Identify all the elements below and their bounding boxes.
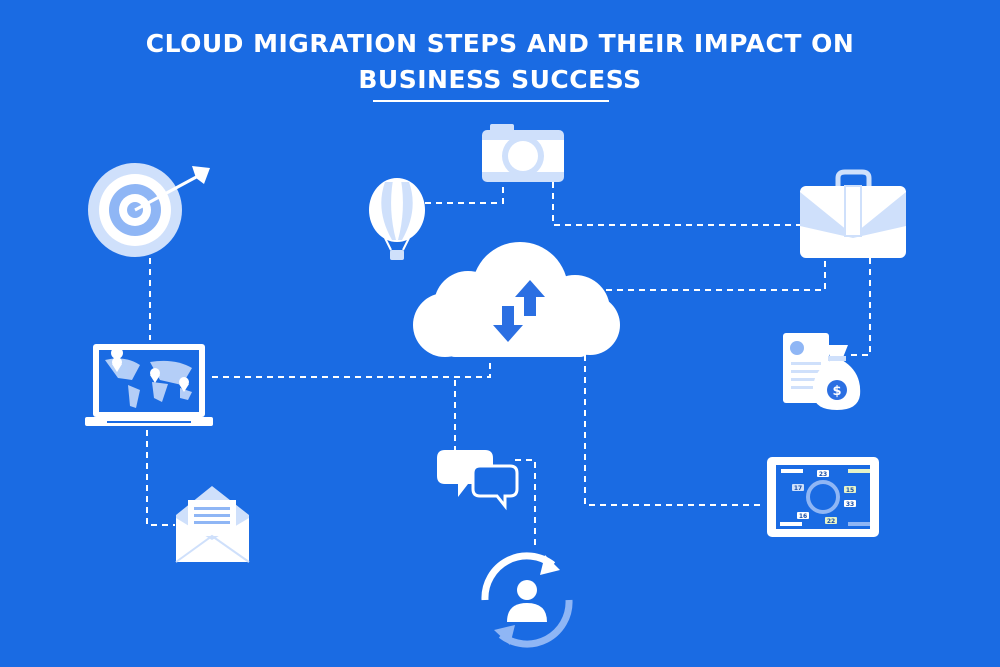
tablet-label: 23	[819, 471, 827, 478]
tablet-label: 17	[794, 485, 802, 492]
tablet-label: 15	[846, 487, 854, 494]
connector-cloud-tablet	[584, 355, 765, 506]
tablet-labels: 23 17 15 33 16 22	[792, 470, 856, 525]
connectors	[146, 182, 871, 550]
tablet-label: 22	[827, 518, 835, 525]
camera-icon	[482, 124, 564, 182]
arrow-down-icon	[493, 306, 523, 342]
connector-laptop-envelope	[146, 430, 175, 526]
briefcase-icon	[800, 169, 906, 258]
chat-bubbles-icon	[437, 450, 519, 511]
arrow-up-icon	[515, 280, 545, 316]
tablet-dashboard-icon: 23 17 15 33 16 22	[767, 457, 879, 537]
laptop-world-map-icon	[85, 344, 213, 426]
cloud-sync-icon	[413, 242, 620, 357]
tablet-label: 16	[799, 513, 807, 520]
title-line-1: CLOUD MIGRATION STEPS AND THEIR IMPACT O…	[145, 29, 855, 58]
hot-air-balloon-icon	[369, 178, 425, 260]
tablet-label: 33	[846, 501, 854, 508]
connector-chat-user	[515, 459, 536, 550]
user-sync-icon	[481, 552, 573, 648]
connector-cloud-briefcase	[595, 258, 826, 291]
connector-briefcase-money	[850, 258, 871, 356]
connector-camera-briefcase	[552, 182, 800, 226]
envelope-icon	[175, 486, 250, 563]
invoice-money-bag-icon: $	[783, 333, 861, 410]
target-icon	[88, 163, 210, 257]
title-line-2: BUSINESS SUCCESS	[358, 65, 642, 94]
connector-laptop-cloud	[212, 358, 491, 378]
connector-balloon-camera	[425, 182, 504, 204]
title-underline	[373, 100, 609, 102]
dollar-icon: $	[832, 384, 841, 399]
